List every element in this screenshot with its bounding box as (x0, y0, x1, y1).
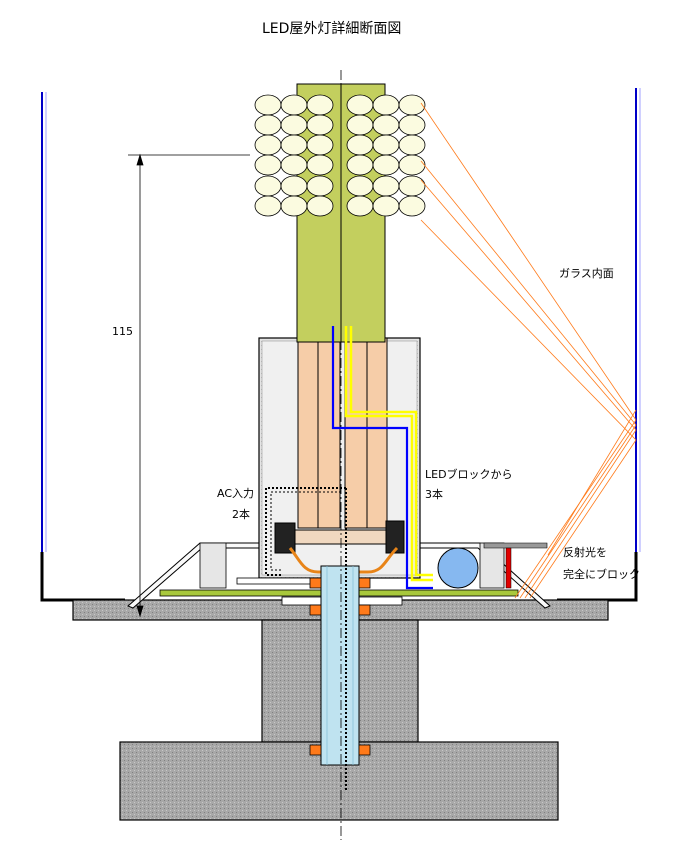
led-bulb (254, 94, 282, 116)
orange-spacers (309, 577, 371, 756)
led-bulb (372, 154, 400, 176)
led-bulb (398, 134, 426, 156)
reflector-shade (127, 542, 551, 609)
copper-rods (297, 337, 388, 529)
led-bulb (346, 195, 374, 217)
light-block-post (483, 542, 548, 589)
led-bulb (346, 94, 374, 116)
led-bulb (254, 175, 282, 197)
capacitor (437, 547, 479, 589)
led-block-label-2: 3本 (425, 488, 443, 501)
led-bulb (346, 154, 374, 176)
led-bulb (280, 134, 308, 156)
led-block-label-1: LEDブロックから (425, 468, 513, 481)
led-bulb (306, 175, 334, 197)
glass-wall-right (557, 88, 641, 602)
blue-wire (331, 326, 433, 590)
led-bulbs (254, 94, 426, 217)
ac-input-label-1: AC入力 (217, 487, 255, 500)
led-bulb (306, 195, 334, 217)
led-bulb (280, 114, 308, 136)
glass-inner-label: ガラス内面 (559, 267, 614, 280)
led-bulb (280, 195, 308, 217)
led-bulb (372, 175, 400, 197)
reflect-label-1: 反射光を (563, 546, 607, 559)
reflect-label-2: 完全にブロック (563, 568, 640, 581)
led-bulb (398, 195, 426, 217)
led-bulb (254, 134, 282, 156)
led-bulb (346, 134, 374, 156)
led-bulb (372, 134, 400, 156)
led-bulb (280, 175, 308, 197)
led-bulb (306, 134, 334, 156)
clamp-assembly (274, 520, 405, 574)
led-bulb (372, 114, 400, 136)
led-bulb (372, 94, 400, 116)
glass-wall-left (40, 92, 125, 602)
light-rays (420, 102, 637, 599)
led-bulb (306, 94, 334, 116)
page-title: LED屋外灯詳細断面図 (262, 21, 402, 37)
ac-input-label-2: 2本 (232, 508, 250, 521)
ac-input-wires (265, 487, 347, 790)
led-bulb (254, 195, 282, 217)
led-bulb (398, 154, 426, 176)
led-bulb (398, 175, 426, 197)
led-bulb (398, 114, 426, 136)
led-bulb (254, 114, 282, 136)
led-bulb (346, 175, 374, 197)
led-bulb (398, 94, 426, 116)
dimension-115 (128, 153, 250, 618)
led-bulb (372, 195, 400, 217)
led-bulb (306, 114, 334, 136)
yellow-wires (344, 326, 433, 582)
led-bulb (346, 114, 374, 136)
led-bulb (254, 154, 282, 176)
led-bulb (280, 154, 308, 176)
center-pipe (320, 565, 360, 766)
led-bulb (280, 94, 308, 116)
led-bulb (306, 154, 334, 176)
dimension-label: 115 (112, 325, 133, 338)
